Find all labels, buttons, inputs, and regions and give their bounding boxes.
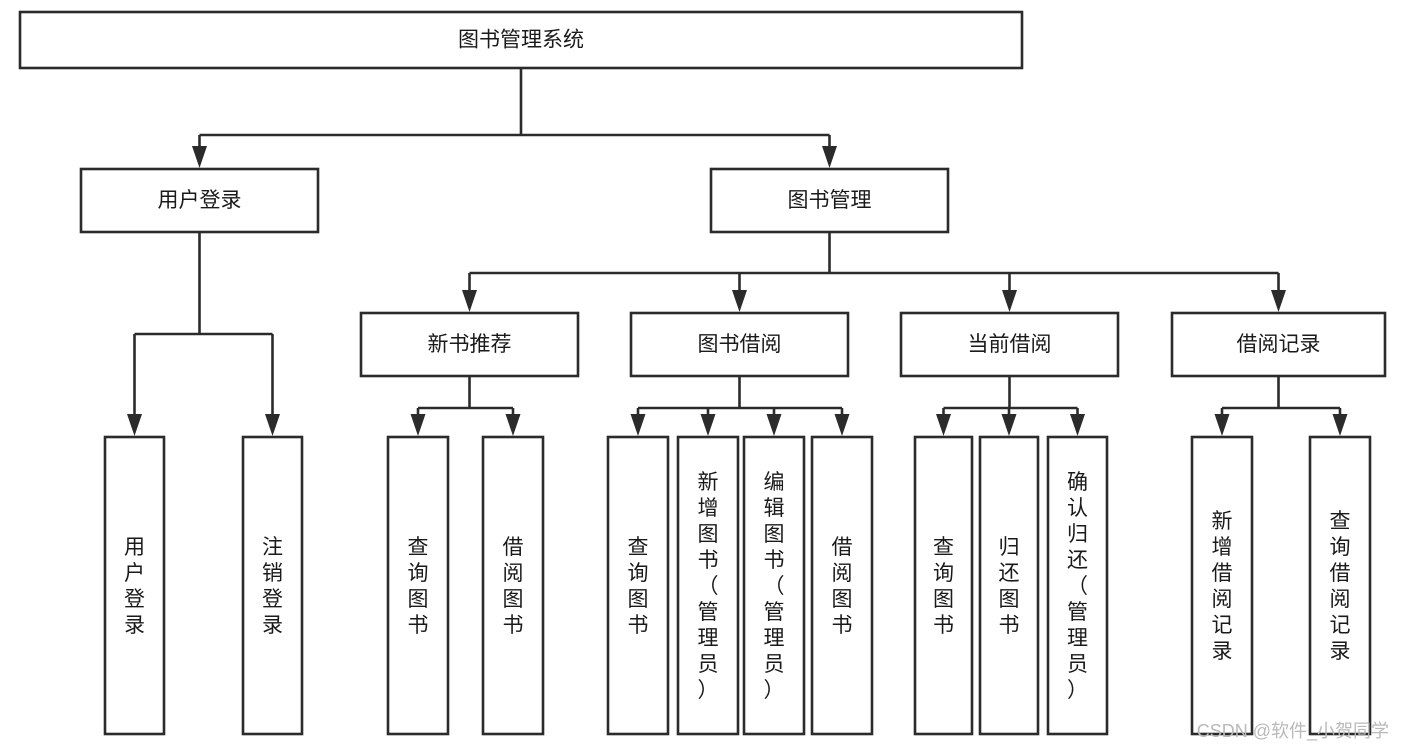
node-leaf_9[interactable]: 归还图书 [978, 435, 1040, 736]
node-leaf_11[interactable]: 新增借阅记录 [1190, 435, 1254, 736]
node-leaf_7[interactable]: 借阅图书 [810, 435, 874, 736]
node-layer: 图书管理系统用户登录图书管理新书推荐图书借阅当前借阅借阅记录用户登录注销登录查询… [18, 10, 1387, 736]
arrow-head-icon [462, 290, 477, 312]
node-box[interactable] [241, 435, 304, 736]
connector-borrow-record-children [1214, 376, 1348, 436]
connector-current-borrow-children [936, 376, 1085, 436]
node-box[interactable] [79, 167, 320, 234]
arrow-head-icon [766, 414, 782, 436]
node-label: 借阅图书 [503, 536, 524, 637]
node-label: 借阅记录 [1237, 333, 1321, 356]
node-label: 查询图书 [628, 536, 649, 637]
arrow-head-icon [505, 414, 521, 436]
node-label: 查询图书 [933, 536, 954, 637]
connector-layer [127, 68, 1348, 436]
node-label: 查询借阅记录 [1330, 510, 1351, 663]
node-box[interactable] [386, 435, 450, 736]
node-leaf_4[interactable]: 查询图书 [606, 435, 670, 736]
node-box[interactable] [899, 311, 1120, 378]
node-label: 当前借阅 [968, 333, 1052, 356]
arrow-head-icon [265, 414, 280, 436]
arrow-head-icon [1214, 414, 1230, 436]
node-label: 注销登录 [262, 536, 283, 637]
node-box[interactable] [1046, 435, 1109, 736]
node-box[interactable] [810, 435, 874, 736]
node-label: 新增借阅记录 [1212, 510, 1233, 663]
node-l2_1[interactable]: 图书管理 [709, 167, 950, 234]
node-box[interactable] [1308, 435, 1372, 736]
node-box[interactable] [709, 167, 950, 234]
arrow-head-icon [834, 414, 850, 436]
node-box[interactable] [978, 435, 1040, 736]
arrow-head-icon [1271, 290, 1286, 312]
node-leaf_12[interactable]: 查询借阅记录 [1308, 435, 1372, 736]
node-leaf_2[interactable]: 查询图书 [386, 435, 450, 736]
connector-new-book-children [410, 376, 521, 436]
connector-root-children [192, 68, 837, 168]
arrow-head-icon [410, 414, 426, 436]
node-box[interactable] [359, 311, 580, 378]
node-box[interactable] [1190, 435, 1254, 736]
node-label: 新书推荐 [428, 333, 512, 356]
node-leaf_8[interactable]: 查询图书 [913, 435, 974, 736]
arrow-head-icon [1070, 414, 1085, 436]
node-label: 查询图书 [408, 536, 429, 637]
node-box[interactable] [18, 10, 1024, 70]
node-box[interactable] [1170, 311, 1387, 378]
node-l3_2[interactable]: 当前借阅 [899, 311, 1120, 378]
node-root[interactable]: 图书管理系统 [18, 10, 1024, 70]
node-label: 归还图书 [999, 536, 1020, 637]
node-l3_3[interactable]: 借阅记录 [1170, 311, 1387, 378]
node-leaf_3[interactable]: 借阅图书 [481, 435, 545, 736]
node-label: 新增图书（管理员） [698, 471, 719, 702]
arrow-head-icon [1002, 290, 1017, 312]
node-label: 图书管理系统 [458, 29, 584, 52]
connector-user-login-children [127, 232, 280, 436]
node-box[interactable] [742, 435, 806, 736]
arrow-head-icon [1001, 414, 1017, 436]
node-label: 图书管理 [788, 189, 872, 212]
node-leaf_10[interactable]: 确认归还（管理员） [1046, 435, 1109, 736]
arrow-head-icon [822, 146, 837, 168]
connector-book-manage-children [462, 232, 1286, 312]
arrow-head-icon [1332, 414, 1348, 436]
arrow-head-icon [936, 414, 951, 436]
node-label: 编辑图书（管理员） [764, 471, 785, 702]
node-l3_1[interactable]: 图书借阅 [629, 311, 850, 378]
node-leaf_1[interactable]: 注销登录 [241, 435, 304, 736]
node-label: 图书借阅 [698, 333, 782, 356]
node-label: 用户登录 [124, 536, 145, 637]
arrow-head-icon [732, 290, 747, 312]
node-l3_0[interactable]: 新书推荐 [359, 311, 580, 378]
node-box[interactable] [103, 435, 166, 736]
arrow-head-icon [630, 414, 646, 436]
connector-book-borrow-children [630, 376, 850, 436]
node-box[interactable] [676, 435, 740, 736]
node-label: 确认归还（管理员） [1067, 471, 1088, 702]
node-box[interactable] [629, 311, 850, 378]
csdn-watermark: CSDN @软件_小贺同学 [1196, 721, 1389, 741]
arrow-head-icon [127, 414, 142, 436]
node-box[interactable] [481, 435, 545, 736]
node-box[interactable] [913, 435, 974, 736]
arrow-head-icon [192, 146, 207, 168]
node-leaf_5[interactable]: 新增图书（管理员） [676, 435, 740, 736]
node-leaf_6[interactable]: 编辑图书（管理员） [742, 435, 806, 736]
node-box[interactable] [606, 435, 670, 736]
node-leaf_0[interactable]: 用户登录 [103, 435, 166, 736]
node-label: 用户登录 [158, 189, 242, 212]
node-label: 借阅图书 [832, 536, 853, 637]
node-l2_0[interactable]: 用户登录 [79, 167, 320, 234]
arrow-head-icon [700, 414, 716, 436]
